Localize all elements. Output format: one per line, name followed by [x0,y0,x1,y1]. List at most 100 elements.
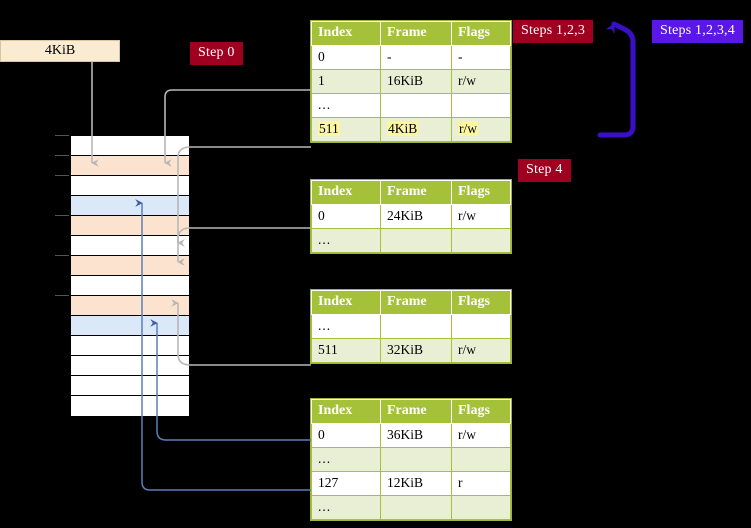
cell-index: 0 [311,204,381,229]
memory-scale-tick [55,135,69,136]
memory-frame-cell [71,236,189,256]
badge-step-4-label: Step 4 [526,162,563,177]
cell-flags: r [451,471,511,496]
table-header-row: Index Frame Flags [311,21,511,46]
cell-frame: 32KiB [380,338,452,363]
cell-frame: 16KiB [380,69,452,94]
wire-table2-row0-to-memory [177,227,311,266]
cell-text: 127 [318,475,339,490]
column-header-frame: Frame [380,21,452,46]
cell-text: 0 [318,208,325,223]
memory-scale-tick [55,215,69,216]
badge-steps-123: Steps 1,2,3 [513,20,594,43]
table-row: 0-- [311,45,511,70]
memory-scale-tick [55,175,69,176]
cell-text: 4KiB [387,121,419,136]
cell-index: 0 [311,45,381,70]
cell-text: r/w [458,121,478,136]
memory-frame-cell [71,156,189,176]
cell-flags: r/w [451,69,511,94]
table-header-row: Index Frame Flags [311,290,511,315]
cell-text: r/w [458,73,476,88]
cell-frame: - [380,45,452,70]
cell-flags [451,314,511,339]
column-header-frame: Frame [380,290,452,315]
table-row: ... [311,447,511,472]
badge-steps-1234: Steps 1,2,3,4 [652,20,743,43]
memory-frame-cell [71,356,189,376]
cell-frame [380,495,452,520]
cell-index: ... [311,228,381,253]
cell-index: ... [311,447,381,472]
ellipsis-text: ... [318,97,332,112]
cell-text: - [387,49,392,64]
badge-steps-123-label: Steps 1,2,3 [521,23,586,38]
wire-steps-bracket [597,21,636,138]
column-header-index: Index [311,21,381,46]
table-row: 511 4KiB r/w [311,117,511,142]
cell-frame [380,228,452,253]
column-header-flags: Flags [451,290,511,315]
column-header-flags: Flags [451,399,511,424]
memory-scale-tick [55,155,69,156]
cell-index: 511 [311,338,381,363]
cell-text: 1 [318,73,325,88]
cell-frame [380,447,452,472]
cell-text: r [458,475,463,490]
kib-box-label: 4KiB [44,43,76,58]
cell-flags [451,228,511,253]
memory-frame-cell [71,196,189,216]
table-row: ... [311,93,511,118]
cell-flags [451,93,511,118]
cell-text: 32KiB [387,342,424,357]
memory-frame-cell [71,276,189,296]
cell-index: ... [311,93,381,118]
cell-text: 12KiB [387,475,424,490]
memory-scale-tick [55,255,69,256]
column-header-frame: Frame [380,399,452,424]
ellipsis-text: ... [318,232,332,247]
column-header-index: Index [311,399,381,424]
memory-frame-cell [71,256,189,276]
memory-frame-cell [71,316,189,336]
table-row: ... [311,228,511,253]
cell-frame: 4KiB [380,117,452,142]
ellipsis-text: ... [318,318,332,333]
cell-flags: r/w [451,204,511,229]
memory-frame-cell [71,296,189,316]
wire-table1-row511-to-memory [177,146,311,247]
memory-frame-cell [71,396,189,416]
column-header-flags: Flags [451,21,511,46]
badge-step-0-label: Step 0 [198,45,235,60]
table-header-row: Index Frame Flags [311,180,511,205]
cell-index: ... [311,314,381,339]
wire-table3-row511-to-memory [171,299,311,366]
table-row: ... [311,314,511,339]
cell-index: 127 [311,471,381,496]
cell-text: r/w [458,208,476,223]
cell-frame: 36KiB [380,423,452,448]
table-row: ... [311,495,511,520]
cell-text: 16KiB [387,73,424,88]
physical-memory-column [70,135,190,416]
cell-frame [380,314,452,339]
cell-index: 511 [311,117,381,142]
cell-flags: r/w [451,117,511,142]
cell-frame [380,93,452,118]
cell-text: - [458,49,463,64]
virtual-page-4kib-box: 4KiB [0,40,120,62]
cell-flags: r/w [451,338,511,363]
ellipsis-text: ... [318,451,332,466]
table-row: 127 12KiB r [311,471,511,496]
cell-flags [451,495,511,520]
cell-text: r/w [458,427,476,442]
cell-frame: 12KiB [380,471,452,496]
cell-text: 511 [318,342,338,357]
memory-frame-cell [71,136,189,156]
column-header-frame: Frame [380,180,452,205]
